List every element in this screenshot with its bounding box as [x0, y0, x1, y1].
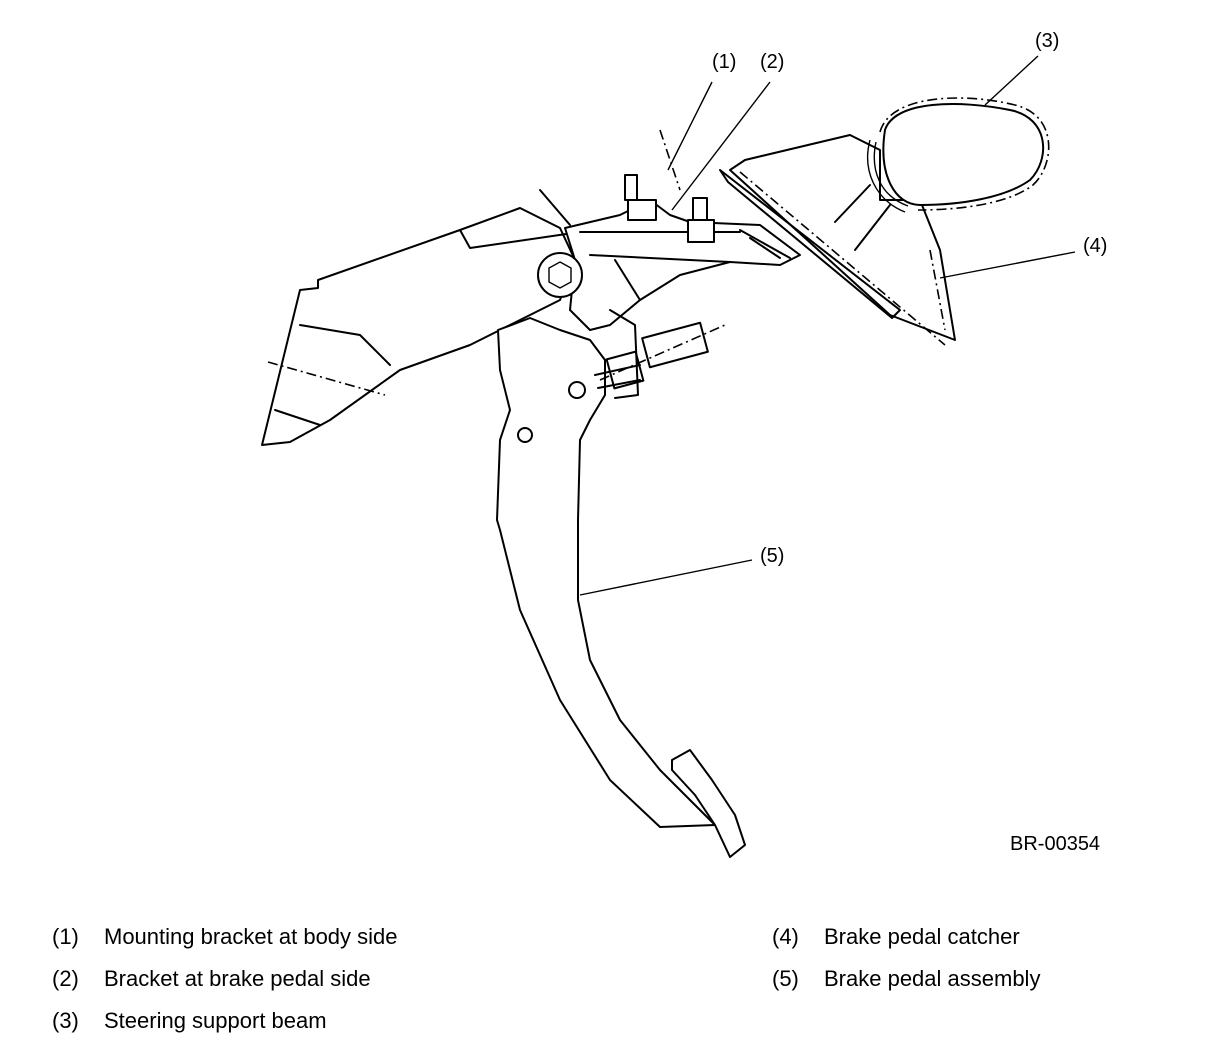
callout-5: (5) — [760, 545, 784, 567]
legend-text-5: Brake pedal assembly — [824, 966, 1040, 991]
mounting-bracket-body — [261, 207, 601, 446]
callout-2: (2) — [760, 51, 784, 73]
legend-num-5: (5) — [772, 966, 799, 991]
brake-pedal-catcher — [719, 134, 956, 346]
stop-light-switch — [594, 309, 726, 399]
legend-text-4: Brake pedal catcher — [824, 924, 1020, 949]
callout-4: (4) — [1083, 235, 1107, 257]
legend-num-2: (2) — [52, 966, 79, 991]
pedal-bracket — [539, 129, 801, 331]
callout-3: (3) — [1035, 30, 1059, 52]
legend-num-1: (1) — [52, 924, 79, 949]
callout-1: (1) — [712, 51, 736, 73]
legend-num-4: (4) — [772, 924, 799, 949]
steering-support-beam — [866, 97, 1050, 213]
legend-num-3: (3) — [52, 1008, 79, 1033]
brake-pedal-arm — [496, 317, 746, 858]
legend: (1) Mounting bracket at body side (2) Br… — [52, 924, 1040, 1033]
legend-text-3: Steering support beam — [104, 1008, 327, 1033]
leader-lines — [579, 55, 1076, 596]
legend-text-1: Mounting bracket at body side — [104, 924, 398, 949]
legend-text-2: Bracket at brake pedal side — [104, 966, 371, 991]
pivot-bolt — [537, 252, 583, 298]
figure-code: BR-00354 — [1010, 833, 1100, 855]
